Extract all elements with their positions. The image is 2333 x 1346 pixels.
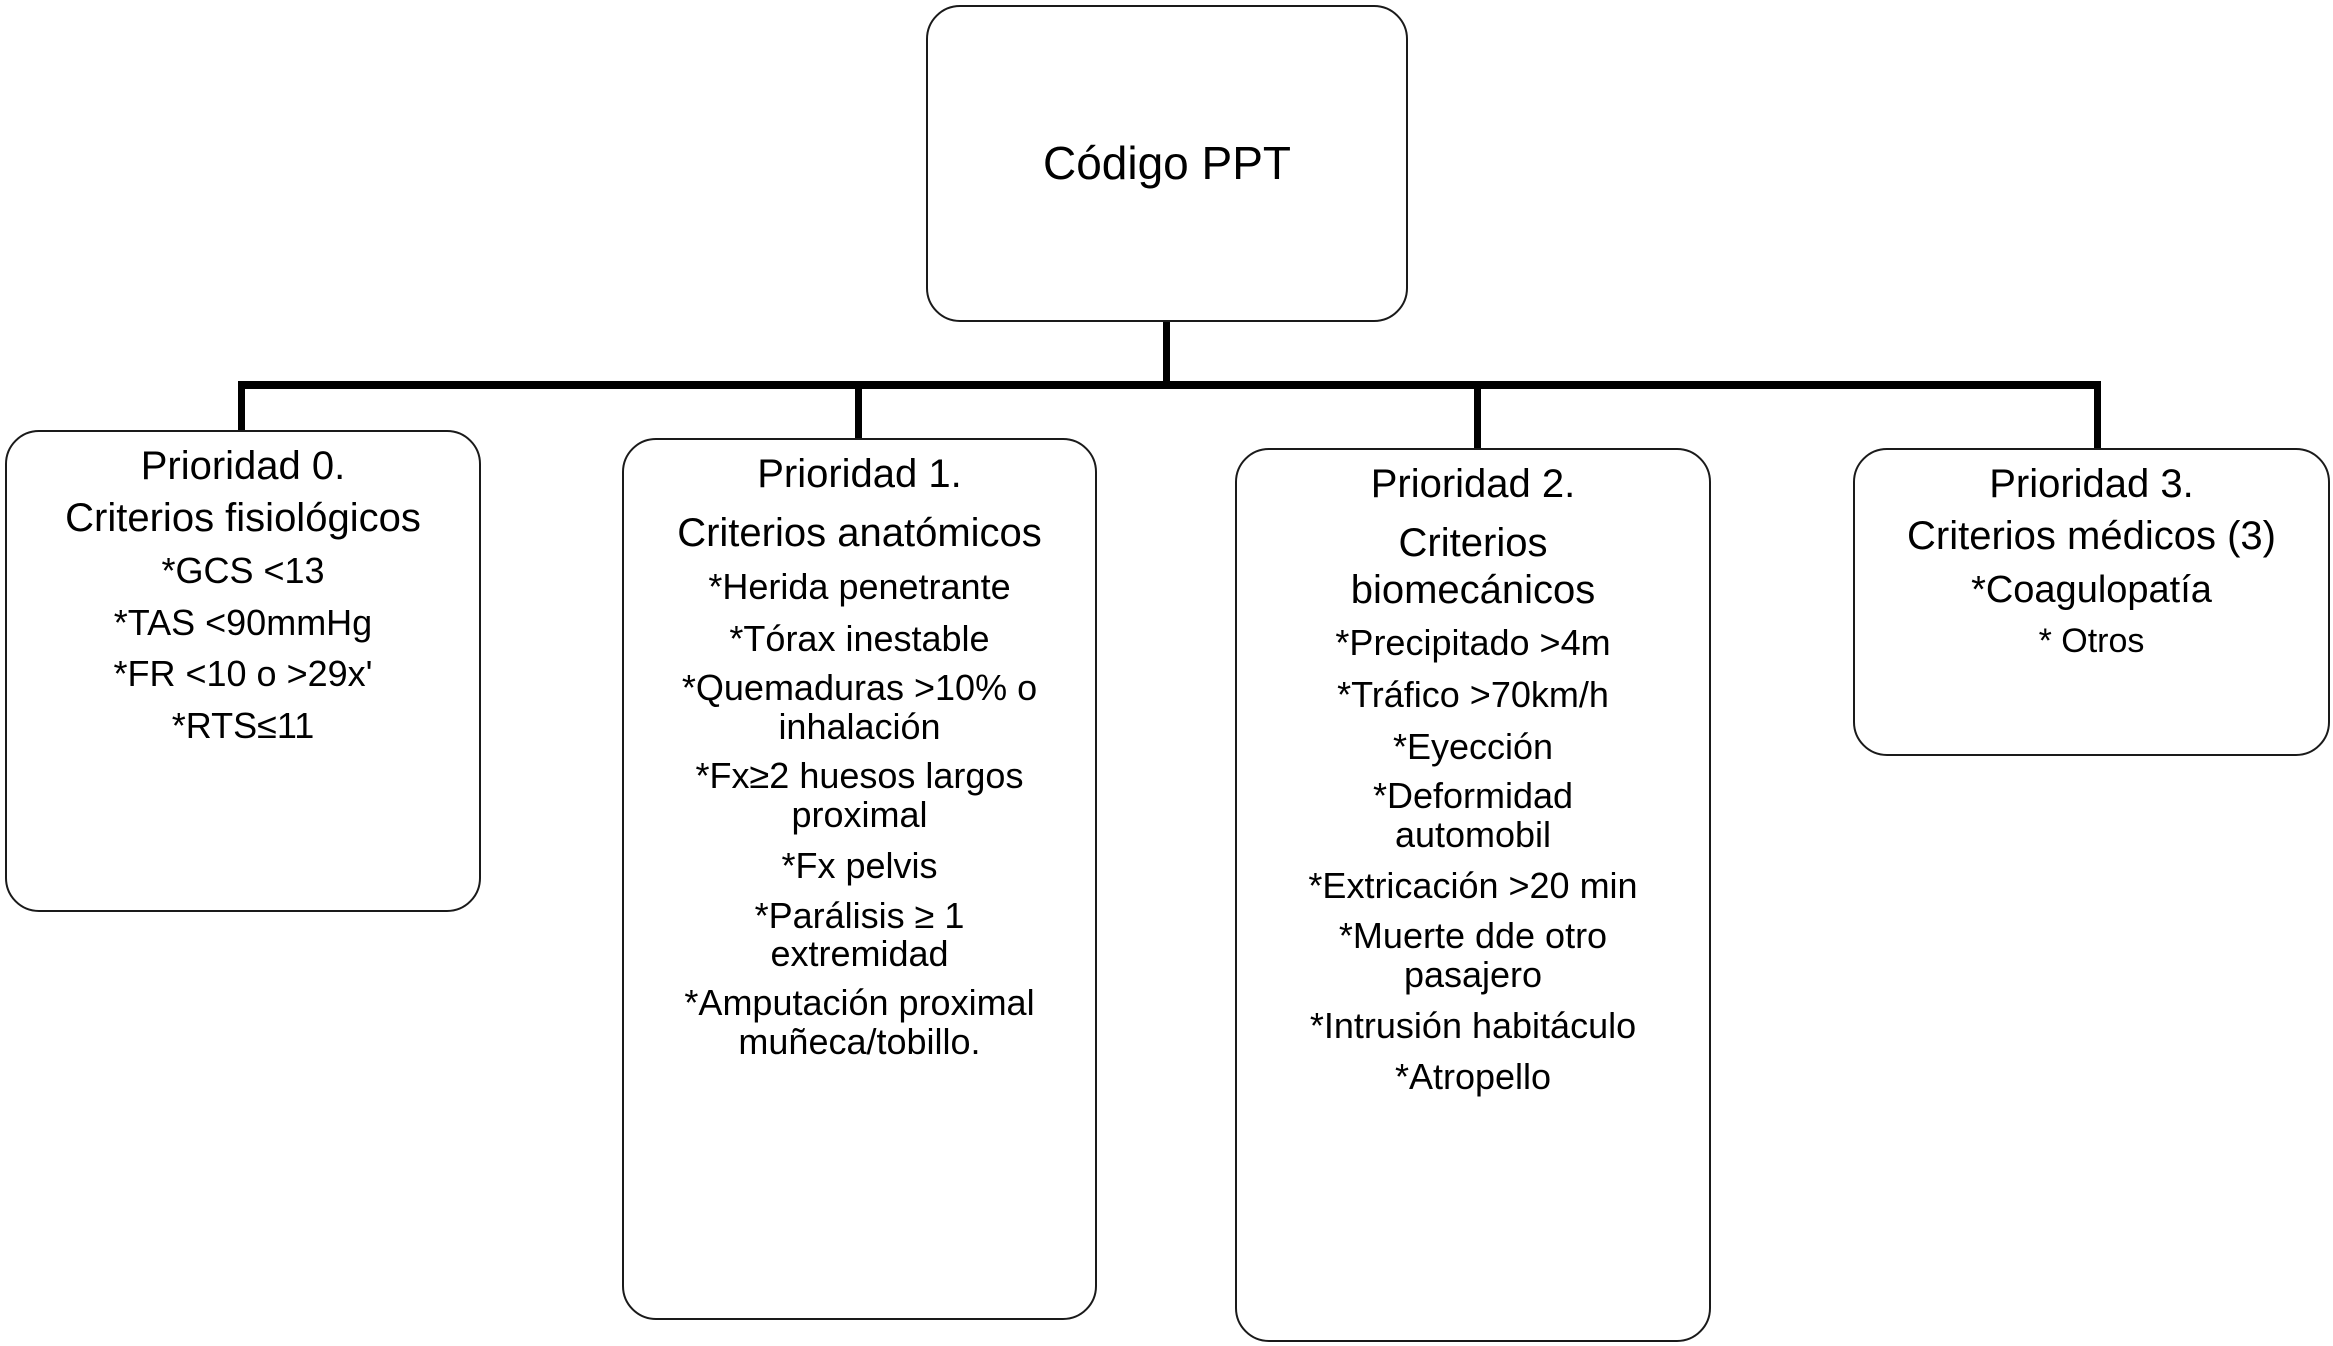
node-heading-line: Criterios fisiológicos — [65, 496, 421, 541]
node-prioridad-1[interactable]: Prioridad 1. Criterios anatómicos *Herid… — [622, 438, 1097, 1320]
criterion-item: *Tráfico >70km/h — [1337, 673, 1609, 715]
criterion-item: *RTS≤11 — [171, 705, 315, 747]
connector-drop-prioridad-2 — [1474, 381, 1481, 449]
criterion-item: *Extricación >20 min — [1308, 865, 1638, 907]
criterion-item: * Otros — [2038, 621, 2145, 660]
connector-horizontal-bar — [240, 381, 2101, 389]
criterion-item: *Quemaduras >10% o inhalación — [681, 667, 1038, 748]
criterion-item: *Precipitado >4m — [1335, 622, 1611, 664]
node-codigo-ppt[interactable]: Código PPT — [926, 5, 1408, 322]
criterion-item: *Fx pelvis — [781, 844, 938, 886]
criterion-item: *Fx≥2 huesos largos proximal — [695, 755, 1024, 835]
criterion-item: *FR <10 o >29x' — [113, 653, 373, 695]
node-heading-line: Criterios anatómicos — [677, 511, 1042, 556]
criterion-item: *Deformidad automobil — [1372, 775, 1574, 856]
criterion-item: *Muerte dde otro pasajero — [1338, 914, 1608, 995]
connector-drop-prioridad-3 — [2094, 381, 2101, 449]
node-heading-line: Criterios médicos (3) — [1907, 514, 2276, 559]
criterion-item: *Intrusión habitáculo — [1309, 1004, 1637, 1046]
node-prioridad-0[interactable]: Prioridad 0. Criterios fisiológicos *GCS… — [5, 430, 481, 912]
criterion-item: *TAS <90mmHg — [113, 601, 373, 643]
criterion-item: *GCS <13 — [161, 549, 325, 591]
connector-drop-prioridad-0 — [238, 381, 245, 431]
node-prioridad-3[interactable]: Prioridad 3. Criterios médicos (3) *Coag… — [1853, 448, 2330, 756]
node-heading-line: Prioridad 0. — [140, 444, 346, 488]
node-title: Código PPT — [1042, 136, 1291, 189]
node-heading-line: Prioridad 1. — [757, 452, 962, 496]
node-prioridad-2[interactable]: Prioridad 2. Criterios biomecánicos *Pre… — [1235, 448, 1711, 1342]
criterion-item: *Tórax inestable — [729, 617, 990, 659]
node-heading-line: Prioridad 3. — [1989, 462, 2194, 506]
criterion-item: *Coagulopatía — [1971, 568, 2212, 611]
node-heading-line: Prioridad 2. — [1370, 462, 1576, 506]
node-heading-line: Criterios biomecánicos — [1350, 521, 1596, 612]
criterion-item: *Eyección — [1392, 725, 1554, 767]
connector-drop-prioridad-1 — [855, 381, 862, 439]
criterion-item: *Atropello — [1394, 1056, 1552, 1098]
connector-root-stem — [1163, 322, 1170, 384]
criterion-item: *Herida penetrante — [708, 565, 1011, 607]
criterion-item: *Parálisis ≥ 1 extremidad — [754, 894, 965, 975]
criterion-item: *Amputación proximal muñeca/tobillo. — [684, 982, 1035, 1063]
